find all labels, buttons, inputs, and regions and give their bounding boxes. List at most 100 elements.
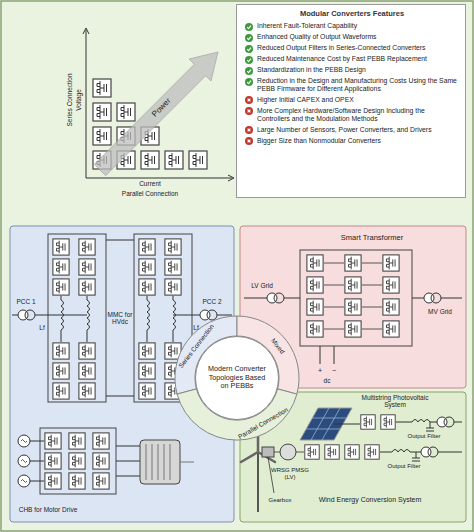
- feature-item: Inherent Fault-Tolerant Capability: [257, 22, 357, 30]
- check-icon: [245, 56, 253, 64]
- mixed-panel: [324, 263, 382, 329]
- series-panel: [139, 279, 155, 295]
- cross-icon: [245, 96, 253, 104]
- mixed-panel: [383, 321, 399, 337]
- feature-item: Reduced Output Filters in Series-Connect…: [257, 44, 426, 52]
- scaling-graphic: [141, 151, 159, 169]
- grid-label: PCC 1: [16, 298, 35, 305]
- terminal-label: +: [318, 367, 322, 375]
- generator-label: WRSG PMSG (LV): [270, 467, 310, 480]
- mixed-panel: [307, 277, 323, 293]
- grid-label: PCC 2: [202, 298, 221, 305]
- terminal-label: −: [332, 367, 336, 375]
- series-panel: [53, 383, 69, 399]
- icon-disc: [245, 107, 253, 115]
- mixed-panel: [431, 293, 441, 303]
- grid-label: MV Grid: [428, 308, 452, 315]
- feature-item: Reduced Maintenance Cost by Fast PEBB Re…: [257, 55, 427, 63]
- icon-mark: [248, 129, 251, 132]
- icon-mark: [247, 69, 251, 72]
- parallel-panel: [444, 417, 454, 427]
- icon-disc: [245, 56, 253, 64]
- series-panel: [30, 441, 140, 481]
- series-panel: [40, 428, 116, 494]
- scaling-graphic: [94, 52, 218, 176]
- features-box: Modular Converters FeaturesInherent Faul…: [236, 4, 466, 198]
- mixed-panel: [383, 299, 399, 315]
- icon-disc: [245, 23, 253, 31]
- parallel-panel: [257, 452, 259, 512]
- icon-disc: [245, 137, 253, 145]
- axis-label: Current: [139, 180, 161, 187]
- icon-mark: [248, 110, 251, 113]
- series-panel: [79, 259, 95, 275]
- feature-row: Standardization in the PEBB Design: [245, 66, 459, 75]
- parallel-panel: [365, 445, 379, 459]
- series-panel: [48, 234, 106, 402]
- parallel-panel: [262, 447, 274, 457]
- parallel-panel: [361, 415, 375, 429]
- series-panel: [53, 279, 69, 295]
- icon-mark: [248, 140, 251, 143]
- scaling-graphic: [117, 103, 135, 121]
- mixed-panel: [307, 321, 323, 337]
- scaling-graphic: [93, 103, 111, 121]
- mixed-panel: [307, 255, 323, 271]
- check-icon: [245, 45, 253, 53]
- inductor-label: Lf: [39, 324, 44, 331]
- feature-row: Reduced Output Filters in Series-Connect…: [245, 44, 459, 53]
- axis-label: Parallel Connection: [122, 190, 178, 197]
- parallel-panel: [381, 415, 395, 429]
- series-panel: [139, 239, 155, 255]
- terminal-label: dc: [324, 377, 331, 384]
- feature-row: More Complex Hardware/Software Design In…: [245, 107, 459, 123]
- feature-row: Bigger Size than Nonmodular Converters: [245, 137, 459, 146]
- features-heading: Modular Converters Features: [245, 9, 459, 18]
- mixed-panel: [345, 321, 361, 337]
- series-panel: [79, 343, 95, 359]
- cross-icon: [245, 107, 253, 115]
- converter-label: Smart Transformer: [341, 234, 404, 242]
- feature-row: Enhanced Quality of Output Waveforms: [245, 33, 459, 42]
- series-panel: [79, 383, 95, 399]
- series-panel: [45, 453, 61, 469]
- feature-item: Enhanced Quality of Output Waveforms: [257, 33, 377, 41]
- filter-label: Output Filter: [387, 463, 420, 470]
- series-panel: [93, 433, 109, 449]
- mixed-panel: [383, 277, 399, 293]
- check-icon: [245, 23, 253, 31]
- part-label: Gearbox: [268, 497, 291, 504]
- grid-label: LV Grid: [251, 282, 273, 289]
- parallel-panel: [280, 444, 296, 460]
- scaling-graphic: [189, 151, 207, 169]
- series-panel: [165, 259, 181, 275]
- icon-mark: [248, 99, 251, 102]
- feature-row: Reduction in the Design and Manufacturin…: [245, 77, 459, 93]
- icon-disc: [245, 78, 253, 86]
- feature-item: Standardization in the PEBB Design: [257, 66, 366, 74]
- series-panel: [53, 239, 69, 255]
- mixed-panel: [345, 299, 361, 315]
- axis-label: Series Connection: [66, 73, 73, 126]
- feature-row: Large Number of Sensors, Power Converter…: [245, 126, 459, 135]
- scaling-graphic: [83, 28, 234, 181]
- series-panel: [53, 259, 69, 275]
- converter-label: CHB for Motor Drive: [18, 506, 78, 513]
- series-panel: [79, 239, 95, 255]
- topology-hub: Modern Converter Topologies Based on PEB…: [195, 336, 279, 420]
- series-panel: [45, 433, 61, 449]
- series-panel: [165, 279, 181, 295]
- cross-icon: [245, 137, 253, 145]
- series-panel: [165, 239, 181, 255]
- feature-row: Higher Initial CAPEX and OPEX: [245, 96, 459, 105]
- series-panel: [69, 453, 85, 469]
- series-panel: [139, 383, 155, 399]
- check-icon: [245, 78, 253, 86]
- icon-disc: [245, 67, 253, 75]
- system-label: Multistring Photovoltaic System: [355, 394, 435, 408]
- filter-label: Output Filter: [407, 433, 441, 440]
- series-panel: [61, 296, 176, 342]
- feature-item: Higher Initial CAPEX and OPEX: [257, 96, 354, 104]
- scaling-graphic: [165, 151, 183, 169]
